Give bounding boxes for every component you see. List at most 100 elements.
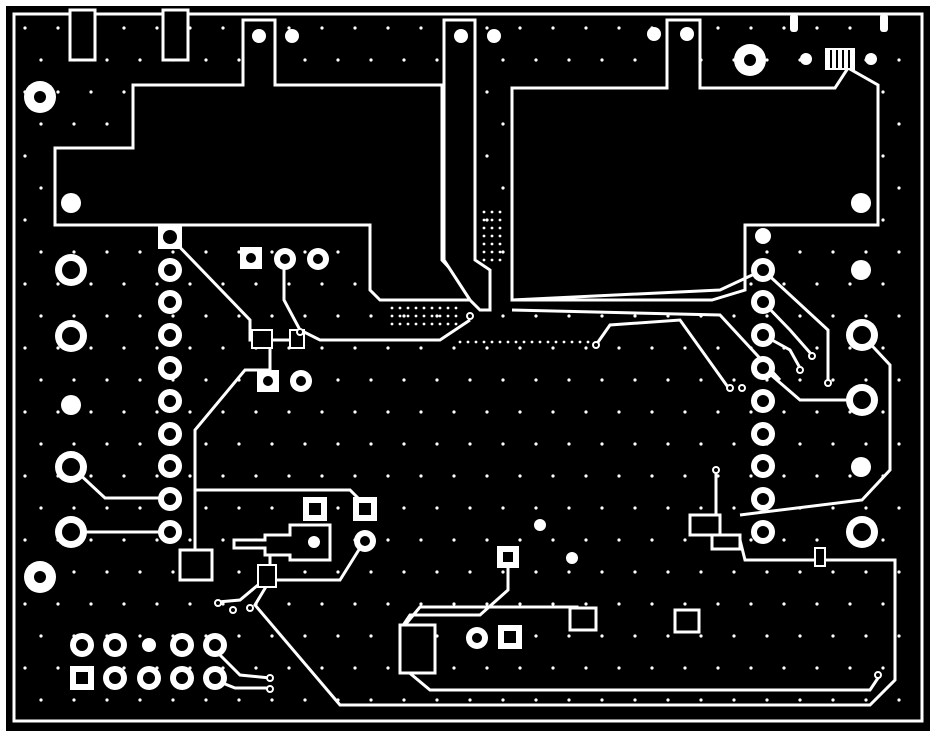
stitch-via [171,570,175,574]
stitch-via [864,250,868,254]
stitch-via [386,410,390,414]
stitch-via [633,442,637,446]
stitch-via [237,250,241,254]
stitch-via [716,666,720,670]
field-via [530,340,534,344]
stitch-via [831,570,835,574]
board-inner-outline [12,12,924,723]
stitch-via [386,26,390,30]
stitch-via [666,506,670,510]
stitch-via [39,186,43,190]
stitch-via [419,346,423,350]
stitch-via [320,346,324,350]
stitch-via [518,538,522,542]
stitch-via [749,26,753,30]
stitch-via [881,90,885,94]
stitch-via [56,282,60,286]
large-vias [61,27,877,652]
stitch-via [138,58,142,62]
stitch-via [551,26,555,30]
field-via [522,340,526,344]
stitch-via [138,442,142,446]
stitch-via [650,602,654,606]
stitch-via [204,250,208,254]
field-via [422,322,426,326]
header-pin-hole [164,493,176,505]
stitch-via [551,474,555,478]
field-via [490,258,494,262]
stitch-via [732,634,736,638]
mounting-holes [24,44,766,593]
stitch-via [567,634,571,638]
stitch-via [699,506,703,510]
field-via [430,306,434,310]
field-via [562,340,566,344]
stitch-via [765,698,769,702]
ring-pad-hole [62,261,80,279]
stitch-via [633,570,637,574]
field-via [430,298,434,302]
stitch-via [204,442,208,446]
stitch-via [138,634,142,638]
stitch-via [699,570,703,574]
field-via [490,218,494,222]
stitch-via [815,666,819,670]
stitch-via [716,602,720,606]
left-power-plane [53,18,472,302]
center-power-trace [442,18,492,312]
stitch-via [551,602,555,606]
stitch-via [204,698,208,702]
stitch-via [617,666,621,670]
stitch-via [815,602,819,606]
stitch-via [435,58,439,62]
stitch-via [188,282,192,286]
stitch-via [551,666,555,670]
header-pin-hole [757,493,769,505]
stitch-via [105,378,109,382]
stitch-via [56,602,60,606]
header-pin-hole [109,672,121,684]
field-via [570,340,574,344]
stitch-via [369,314,373,318]
stitch-via [105,122,109,126]
field-via [466,340,470,344]
stitch-via [221,282,225,286]
stitch-via [534,378,538,382]
ring-pad-hole [853,391,871,409]
header-pin-hole [757,296,769,308]
field-via [438,298,442,302]
stitch-via [765,58,769,62]
stitch-via [881,154,885,158]
ring-pad-hole [62,458,80,476]
stitch-via [518,410,522,414]
stitch-via [369,58,373,62]
stitch-via [287,474,291,478]
stitch-via [105,506,109,510]
stitch-via [749,666,753,670]
ring-pad-hole [62,523,80,541]
field-via [490,210,494,214]
stitch-via [831,634,835,638]
stitch-via [320,410,324,414]
stitch-via [782,474,786,478]
header-pin-hole [209,672,221,684]
stitch-via [336,58,340,62]
stitch-via [452,666,456,670]
stitch-via [666,570,670,574]
stitch-via [798,314,802,318]
field-via [482,226,486,230]
stitch-via [749,538,753,542]
stitch-via [666,378,670,382]
header-pin-hole [164,329,176,341]
stitch-via [270,506,274,510]
stitch-via [138,506,142,510]
stitch-via [336,506,340,510]
stitch-via [270,634,274,638]
stitch-via [815,346,819,350]
right-power-plane [510,18,880,302]
stitch-via [468,570,472,574]
trace-vias [214,312,882,693]
stitch-via [881,218,885,222]
stitch-via [798,378,802,382]
stitch-via [419,602,423,606]
